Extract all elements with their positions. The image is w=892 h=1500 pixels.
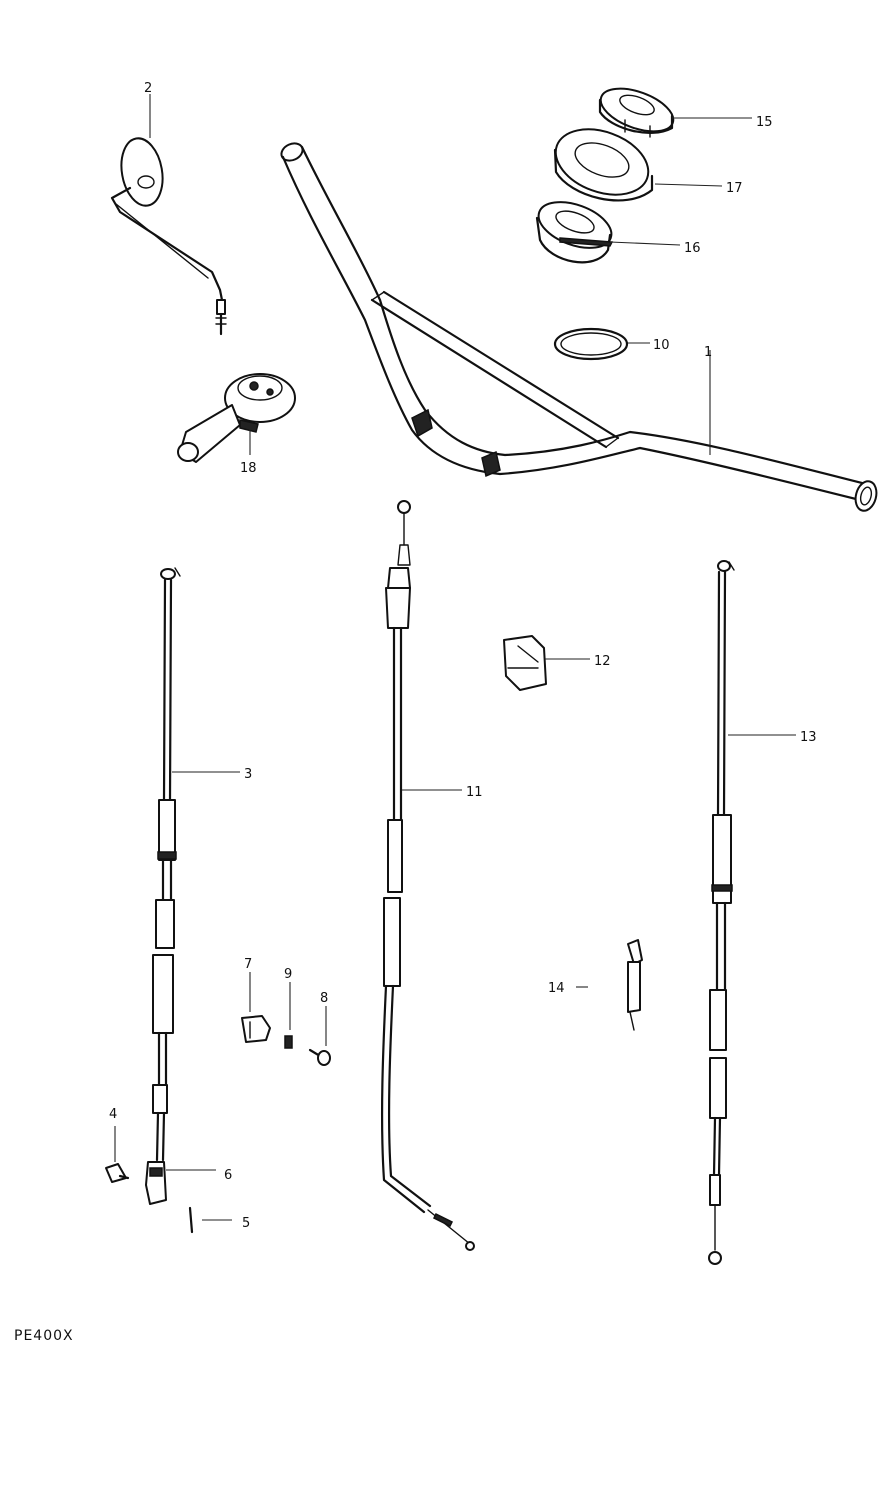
right-cable-part <box>708 560 735 1265</box>
leader-line <box>654 183 723 187</box>
clamp-part <box>241 1015 271 1043</box>
callout-16: 16 <box>684 241 701 256</box>
bearing-part <box>535 201 614 264</box>
nut-part <box>598 87 675 138</box>
race-part <box>553 128 654 202</box>
bolt-part <box>105 1163 130 1183</box>
callout-8: 8 <box>320 991 328 1006</box>
model-code: PE400X <box>14 1328 74 1344</box>
callout-7: 7 <box>244 957 252 972</box>
callout-13: 13 <box>800 730 817 745</box>
callout-4: 4 <box>109 1107 117 1122</box>
mirror-part <box>110 137 227 336</box>
boot-part <box>627 939 643 1031</box>
throttle-housing-part <box>177 373 296 463</box>
callout-17: 17 <box>726 181 743 196</box>
pin-part <box>188 1206 194 1234</box>
callout-14: 14 <box>548 981 565 996</box>
callout-10: 10 <box>653 338 670 353</box>
grommet-part <box>503 635 547 691</box>
callout-18: 18 <box>240 461 257 476</box>
screw-part <box>308 1048 331 1066</box>
callout-1: 1 <box>704 345 712 360</box>
callout-2: 2 <box>144 81 152 96</box>
callout-11: 11 <box>466 785 483 800</box>
center-cable-part <box>380 500 475 1251</box>
callout-12: 12 <box>594 654 611 669</box>
ring-part <box>553 327 629 361</box>
left-cable-part <box>152 567 181 1162</box>
adjuster-part <box>145 1161 167 1205</box>
callout-3: 3 <box>244 767 252 782</box>
callout-15: 15 <box>756 115 773 130</box>
handlebar-part <box>280 142 878 512</box>
leader-line <box>609 241 681 246</box>
callout-6: 6 <box>224 1168 232 1183</box>
callout-9: 9 <box>284 967 292 982</box>
washer-part <box>284 1035 293 1049</box>
callout-5: 5 <box>242 1216 250 1231</box>
